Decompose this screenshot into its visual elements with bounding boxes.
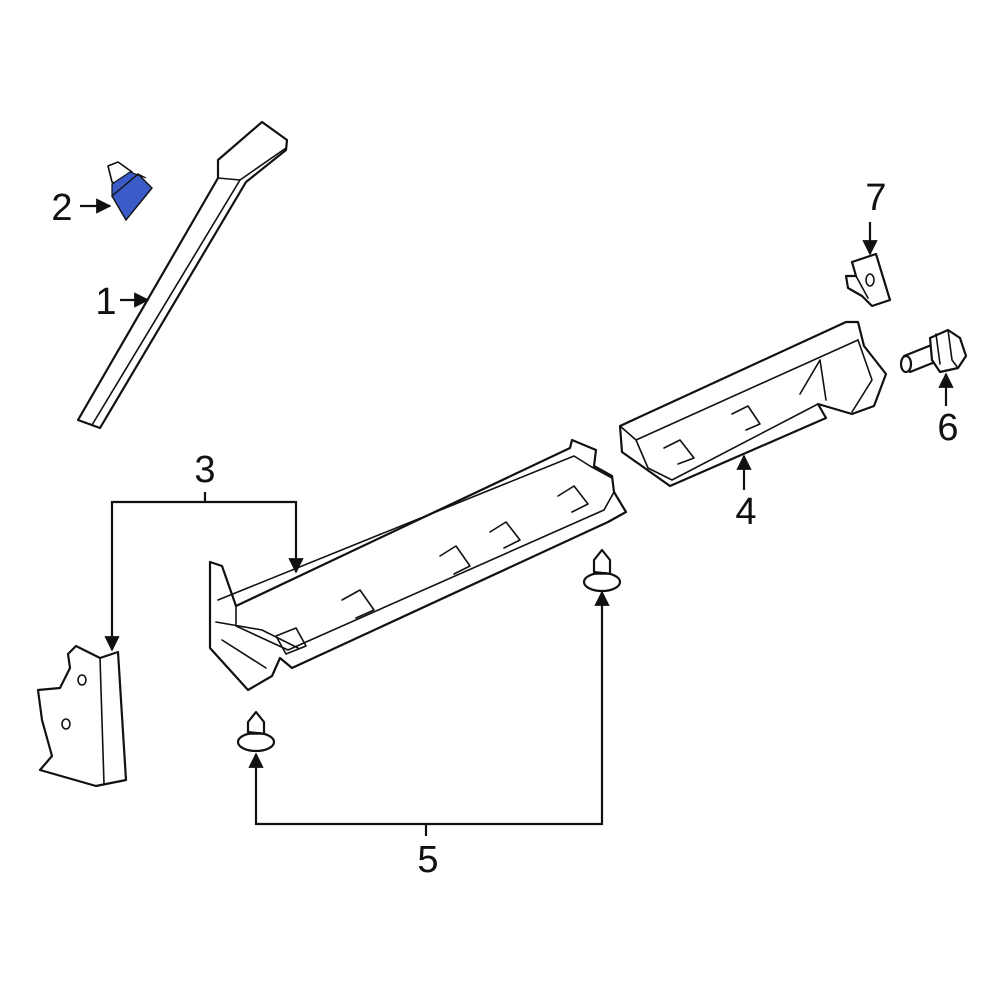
callout-labels: 2 1 3 4 5 6 7 (51, 177, 958, 881)
part-4-rear-molding[interactable] (618, 320, 888, 488)
leader-5b (426, 590, 610, 826)
callout-5: 5 (417, 839, 438, 881)
leader-3a (104, 492, 207, 652)
part-6-bolt[interactable] (899, 328, 968, 374)
part-7-nut-clip[interactable] (844, 252, 892, 308)
callout-4: 4 (735, 491, 756, 533)
part-5-push-pin-right[interactable] (582, 548, 622, 593)
part-2-clip[interactable] (107, 161, 153, 222)
leader-lines (80, 198, 954, 836)
callout-3: 3 (194, 449, 215, 491)
callout-6: 6 (937, 407, 958, 449)
callout-1: 1 (95, 281, 116, 323)
part-5-push-pin-left[interactable] (236, 710, 276, 753)
leader-3b (205, 500, 304, 574)
part-3-end-cap[interactable] (36, 644, 128, 788)
callout-7: 7 (865, 177, 886, 219)
part-1-pillar-molding[interactable] (76, 120, 289, 430)
part-3-rocker-molding[interactable] (208, 438, 628, 692)
leader-5a (248, 752, 428, 836)
callout-2: 2 (51, 187, 72, 229)
